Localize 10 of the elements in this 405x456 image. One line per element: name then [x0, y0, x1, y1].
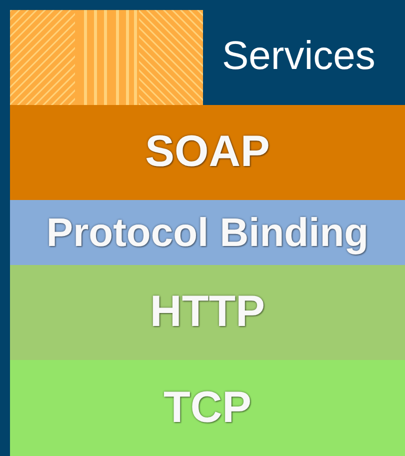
layer-name: HTTP	[150, 289, 265, 336]
stack-heading: Services	[222, 34, 376, 78]
layer-name: TCP	[164, 384, 252, 432]
layer-name: SOAP	[145, 129, 270, 176]
protocol-layer	[10, 265, 405, 360]
protocol-layer	[10, 200, 405, 265]
protocol-layer	[10, 360, 405, 456]
layer-name: Protocol Binding	[46, 212, 369, 254]
protocol-layer	[10, 105, 405, 200]
striped-pattern-box	[10, 10, 203, 105]
